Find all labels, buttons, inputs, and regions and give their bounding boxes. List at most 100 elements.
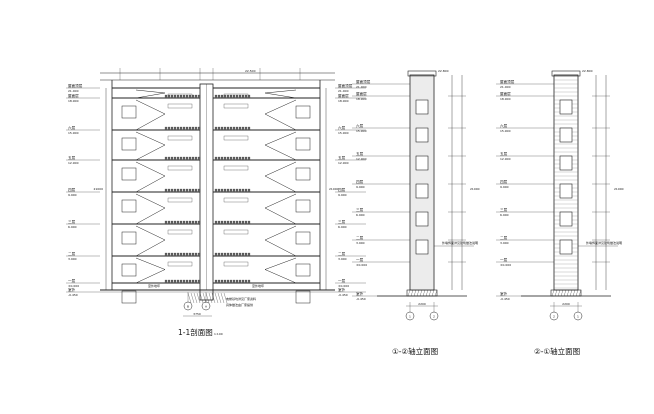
slab-hatch bbox=[220, 252, 224, 257]
elevation-floor-label: 一层 bbox=[356, 257, 364, 262]
stair-flight-right bbox=[264, 225, 297, 241]
elevation-floor-label: 一层 bbox=[500, 257, 508, 262]
elevation-floor-label: 室外 bbox=[500, 291, 508, 296]
note-block bbox=[223, 229, 249, 235]
plinth-hatch bbox=[575, 289, 579, 297]
pit-hatch bbox=[202, 292, 207, 304]
slab-hatch bbox=[194, 279, 198, 284]
elevation-floor-label: 屋面顶层 bbox=[500, 79, 515, 84]
slab-hatch bbox=[194, 252, 198, 257]
section-elev-left: 15.900 bbox=[68, 131, 79, 135]
slab-hatch bbox=[170, 188, 174, 193]
elevation-1-2-drawing: 屋面顶层21.000屋面层18.900六层15.900五层12.900四层9.9… bbox=[352, 69, 480, 321]
pit-hatch bbox=[190, 292, 195, 304]
slab-hatch bbox=[232, 220, 236, 225]
slab-hatch bbox=[164, 220, 168, 225]
slab-hatch bbox=[217, 156, 221, 161]
stair-flight-left bbox=[135, 269, 166, 284]
note-block bbox=[223, 197, 249, 203]
slab-hatch bbox=[188, 220, 192, 225]
slab-hatch bbox=[185, 279, 189, 284]
slab-hatch bbox=[238, 188, 242, 193]
slab-hatch bbox=[173, 156, 177, 161]
plinth-hatch bbox=[422, 289, 426, 297]
axis-label-right: 2 bbox=[433, 315, 435, 319]
elevation-floor-label: 屋面顶层 bbox=[356, 79, 371, 84]
slab-hatch bbox=[188, 94, 192, 99]
slab-hatch bbox=[214, 279, 218, 284]
elevation-1-2-title: ①-②轴立面图 bbox=[392, 346, 438, 356]
stair-flight-left bbox=[135, 207, 166, 225]
section-floor-label-right: 四层 bbox=[338, 187, 346, 192]
slab-hatch bbox=[194, 188, 198, 193]
slab-hatch bbox=[235, 188, 239, 193]
slab-hatch bbox=[247, 156, 251, 161]
elevation-2-1-title: ②-①轴立面图 bbox=[534, 346, 580, 356]
axis-label-b: B bbox=[187, 305, 189, 309]
slab-hatch bbox=[244, 220, 248, 225]
slab-hatch bbox=[173, 252, 177, 257]
section-floor-label-left: 室外 bbox=[68, 287, 76, 292]
section-ground-label: 室外地坪 bbox=[252, 283, 264, 288]
slab-hatch bbox=[164, 126, 168, 131]
section-note-2: 具体做法由厂家提供 bbox=[226, 302, 253, 307]
slab-hatch bbox=[179, 279, 183, 284]
note-block bbox=[167, 261, 193, 267]
note-block bbox=[223, 135, 249, 141]
stair-flight-left bbox=[135, 92, 166, 99]
stair-flight-left bbox=[135, 193, 166, 209]
slab-hatch bbox=[176, 126, 180, 131]
elevation-floor-label: 四层 bbox=[356, 179, 364, 184]
slab-hatch bbox=[170, 126, 174, 131]
slab-hatch bbox=[214, 220, 218, 225]
slab-hatch bbox=[173, 188, 177, 193]
window-left bbox=[121, 137, 137, 151]
window-right bbox=[295, 137, 311, 151]
stair-flight-left bbox=[135, 257, 166, 270]
section-elev-left: 3.900 bbox=[68, 257, 77, 261]
window-left bbox=[121, 263, 137, 277]
elevation-elev-value: 3.900 bbox=[500, 241, 509, 245]
stair-flight-left bbox=[135, 113, 166, 131]
slab-hatch bbox=[188, 252, 192, 257]
plinth-hatch bbox=[551, 289, 555, 297]
pit-hatch bbox=[193, 292, 198, 304]
elevation-window bbox=[415, 211, 429, 227]
axis-dim-value: 2200 bbox=[418, 302, 426, 306]
slab-hatch bbox=[244, 279, 248, 284]
elevation-floor-label: 屋面层 bbox=[500, 91, 511, 96]
axis-dim-value: 3750 bbox=[193, 312, 201, 316]
pit-hatch bbox=[208, 292, 213, 304]
elevation-floor-label: 二层 bbox=[356, 235, 364, 240]
slab-hatch bbox=[191, 188, 195, 193]
slab-hatch bbox=[220, 279, 224, 284]
slab-hatch bbox=[226, 156, 230, 161]
section-floor-label-right: 三层 bbox=[338, 219, 346, 224]
window-right bbox=[295, 167, 311, 181]
stair-flight-right bbox=[264, 175, 297, 193]
slab-hatch bbox=[173, 126, 177, 131]
slab-hatch bbox=[188, 279, 192, 284]
elevation-2-1-drawing: 屋面顶层21.000屋面层18.900六层15.900五层12.900四层9.9… bbox=[496, 69, 624, 321]
slab-hatch bbox=[223, 252, 227, 257]
slab-hatch bbox=[241, 279, 245, 284]
elevation-window bbox=[559, 211, 573, 227]
pit-hatch bbox=[214, 292, 219, 304]
note-block bbox=[167, 135, 193, 141]
section-elev-left: ±0.000 bbox=[68, 284, 79, 288]
stair-flight-right bbox=[264, 257, 297, 270]
slab-hatch bbox=[179, 156, 183, 161]
plinth-hatch bbox=[410, 289, 414, 297]
stair-flight-right bbox=[264, 161, 297, 177]
axis-dim-value: 2200 bbox=[562, 302, 570, 306]
section-title: 1-1剖面图 bbox=[178, 327, 213, 337]
slab-hatch bbox=[179, 188, 183, 193]
stair-flight-right bbox=[264, 131, 297, 146]
slab-hatch bbox=[182, 126, 186, 131]
pit-hatch bbox=[196, 292, 201, 304]
slab-hatch bbox=[247, 188, 251, 193]
slab-hatch bbox=[185, 94, 189, 99]
slab-hatch bbox=[241, 94, 245, 99]
slab-hatch bbox=[194, 94, 198, 99]
